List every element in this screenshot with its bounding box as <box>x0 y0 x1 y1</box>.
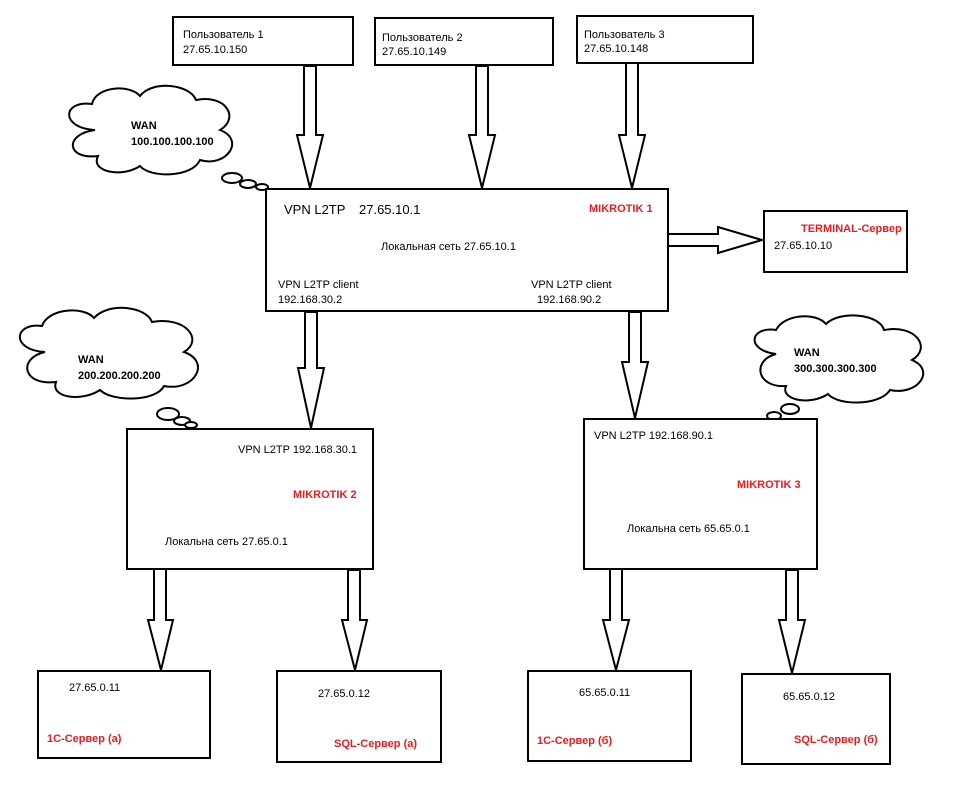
arrow-user2 <box>467 65 497 189</box>
arrow-user1 <box>295 65 325 189</box>
user-ip: 27.65.10.150 <box>183 44 248 56</box>
server-ip: 27.65.0.11 <box>69 682 121 694</box>
mt1-vpn-label: VPN L2TP <box>284 202 346 217</box>
server-1c-b-box: 65.65.0.11 1С-Сервер (б) <box>527 670 692 762</box>
server-name: 1С-Сервер (а) <box>47 733 122 745</box>
mt2-vpn: VPN L2TP 192.168.30.1 <box>238 444 358 456</box>
server-1c-a-box: 27.65.0.11 1С-Сервер (а) <box>37 670 211 759</box>
user-ip: 27.65.10.149 <box>382 46 447 58</box>
mt1-name: MIKROTIK 1 <box>589 203 653 215</box>
server-ip: 27.65.0.12 <box>318 688 370 700</box>
arrow-srv-sql-b <box>777 569 807 674</box>
wan-cloud-3-text: WAN 300.300.300.300 <box>794 345 877 377</box>
server-sql-b-box: 65.65.0.12 SQL-Сервер (б) <box>741 673 891 765</box>
server-name: SQL-Сервер (а) <box>334 738 418 750</box>
mt3-name: MIKROTIK 3 <box>737 479 801 491</box>
mt1-lan: Локальная сеть 27.65.10.1 <box>381 241 516 253</box>
mt1-client1-ip: 192.168.30.2 <box>278 294 343 306</box>
wan-cloud-3 <box>753 314 925 421</box>
user-name: Пользователь 3 <box>584 29 665 41</box>
terminal-server-box: TERMINAL-Сервер 27.65.10.10 <box>763 210 908 273</box>
arrow-terminal <box>667 225 766 255</box>
user-2-box: Пользователь 2 27.65.10.149 <box>374 17 554 66</box>
wan-ip: 200.200.200.200 <box>78 370 161 382</box>
arrow-srv-sql-a <box>340 569 369 671</box>
mt1-client2-ip: 192.168.90.2 <box>537 294 602 306</box>
mt1-client1-label: VPN L2TP client <box>278 279 359 291</box>
arrow-srv-1c-b <box>601 567 631 674</box>
terminal-name: TERMINAL-Сервер <box>801 223 902 235</box>
wan-label: WAN <box>78 354 104 366</box>
wan-label: WAN <box>131 120 157 132</box>
mt1-vpn-ip: 27.65.10.1 <box>359 202 421 217</box>
wan-cloud-2-text: WAN 200.200.200.200 <box>78 352 161 384</box>
arrow-srv-1c-a <box>146 567 175 671</box>
wan-ip: 300.300.300.300 <box>794 363 877 375</box>
user-name: Пользователь 2 <box>382 32 463 44</box>
user-1-box: Пользователь 1 27.65.10.150 <box>172 16 354 66</box>
user-name: Пользователь 1 <box>183 29 264 41</box>
server-ip: 65.65.0.12 <box>783 691 835 703</box>
arrow-mt3 <box>620 311 650 419</box>
server-ip: 65.65.0.11 <box>579 687 631 699</box>
user-3-box: Пользователь 3 27.65.10.148 <box>576 15 754 64</box>
mt2-lan: Локальна сеть 27.65.0.1 <box>165 536 288 548</box>
mikrotik-3-box: VPN L2TP 192.168.90.1 MIKROTIK 3 Локальн… <box>583 418 818 570</box>
mt3-lan: Локальна сеть 65.65.0.1 <box>627 523 750 535</box>
wan-cloud-2 <box>18 306 199 429</box>
arrow-user3 <box>617 61 647 189</box>
arrow-mt2 <box>296 311 326 429</box>
server-name: 1С-Сервер (б) <box>537 735 613 747</box>
mt2-name: MIKROTIK 2 <box>293 489 357 501</box>
user-ip: 27.65.10.148 <box>584 43 649 55</box>
wan-ip: 100.100.100.100 <box>131 136 214 148</box>
mikrotik-2-box: VPN L2TP 192.168.30.1 MIKROTIK 2 Локальн… <box>126 428 374 570</box>
mt3-vpn: VPN L2TP 192.168.90.1 <box>594 430 714 442</box>
mt1-client2-label: VPN L2TP client <box>531 279 612 291</box>
wan-cloud-1 <box>68 84 269 191</box>
server-name: SQL-Сервер (б) <box>794 734 878 746</box>
wan-cloud-1-text: WAN 100.100.100.100 <box>131 118 214 150</box>
wan-label: WAN <box>794 347 820 359</box>
mikrotik-1-box: VPN L2TP 27.65.10.1 MIKROTIK 1 Локальная… <box>265 188 669 312</box>
terminal-ip: 27.65.10.10 <box>774 240 833 252</box>
server-sql-a-box: 27.65.0.12 SQL-Сервер (а) <box>276 670 442 763</box>
